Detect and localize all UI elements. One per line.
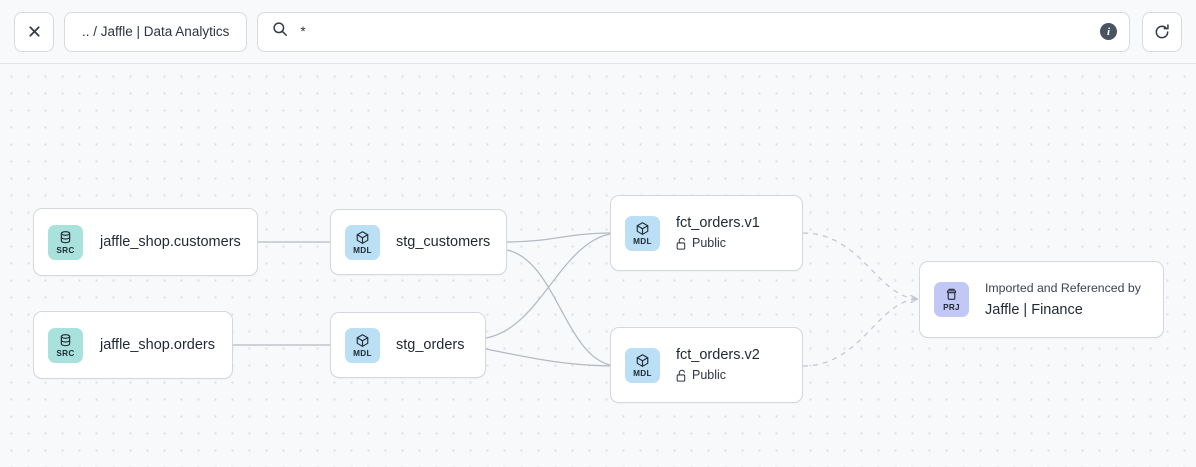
edge-v1-project <box>802 232 920 300</box>
node-jaffle-shop-orders[interactable]: SRC jaffle_shop.orders <box>33 311 233 379</box>
refresh-button[interactable] <box>1142 11 1182 52</box>
node-title: stg_customers <box>396 233 491 250</box>
node-text: jaffle_shop.customers <box>100 233 241 252</box>
badge-label: SRC <box>56 245 75 255</box>
unlock-icon <box>676 369 687 382</box>
badge-label: MDL <box>353 245 372 255</box>
search-box[interactable]: i <box>257 11 1130 52</box>
node-text: fct_orders.v1 Public <box>676 214 760 252</box>
badge-label: SRC <box>56 348 75 358</box>
node-visibility: Public <box>676 367 760 384</box>
node-text: fct_orders.v2 Public <box>676 346 760 384</box>
badge-mdl: MDL <box>625 215 660 251</box>
node-visibility: Public <box>676 235 760 252</box>
node-text: stg_orders <box>396 336 465 355</box>
node-title: fct_orders.v2 <box>676 347 760 363</box>
search-icon <box>272 21 288 42</box>
cube-icon <box>635 221 650 236</box>
node-text: Imported and Referenced by Jaffle | Fina… <box>985 280 1141 320</box>
badge-mdl: MDL <box>625 347 660 383</box>
badge-mdl: MDL <box>345 327 380 363</box>
edge-stgord-v2 <box>485 348 611 367</box>
badge-label: MDL <box>353 348 372 358</box>
database-icon <box>58 333 73 348</box>
badge-src: SRC <box>48 327 83 363</box>
node-title: stg_orders <box>396 336 465 353</box>
node-fct-orders-v1[interactable]: MDL fct_orders.v1 Public <box>610 195 803 271</box>
node-jaffle-shop-customers[interactable]: SRC jaffle_shop.customers <box>33 208 258 276</box>
refresh-icon <box>1153 23 1171 41</box>
node-title: jaffle_shop.customers <box>100 233 241 250</box>
node-text: stg_customers <box>396 233 490 252</box>
badge-label: MDL <box>633 236 652 246</box>
edge-stgcust-v2 <box>506 249 611 366</box>
node-project-name: Jaffle | Finance <box>985 301 1083 318</box>
breadcrumb[interactable]: .. / Jaffle | Data Analytics <box>64 11 248 52</box>
badge-mdl: MDL <box>345 224 380 260</box>
badge-prj: PRJ <box>934 282 969 317</box>
close-icon <box>27 24 42 39</box>
node-stg-orders[interactable]: MDL stg_orders <box>330 312 486 378</box>
info-icon[interactable]: i <box>1100 23 1117 40</box>
node-visibility-label: Public <box>692 368 727 382</box>
cube-icon <box>635 353 650 368</box>
node-stg-customers[interactable]: MDL stg_customers <box>330 209 507 275</box>
node-text: jaffle_shop.orders <box>100 336 215 355</box>
top-toolbar: .. / Jaffle | Data Analytics i <box>0 0 1196 64</box>
node-fct-orders-v2[interactable]: MDL fct_orders.v2 Public <box>610 327 803 403</box>
cube-icon <box>355 333 370 348</box>
badge-label: MDL <box>633 368 652 378</box>
node-relation-label: Imported and Referenced by <box>985 280 1141 295</box>
info-icon-label: i <box>1106 25 1111 38</box>
search-input[interactable] <box>300 24 1088 39</box>
project-box-icon <box>944 287 959 302</box>
graph-canvas[interactable]: SRC jaffle_shop.customers SRC jaffle_sh <box>0 64 1196 467</box>
badge-src: SRC <box>48 224 83 260</box>
node-title: jaffle_shop.orders <box>100 336 216 353</box>
node-visibility-label: Public <box>692 236 727 250</box>
unlock-icon <box>676 237 687 250</box>
database-icon <box>58 230 73 245</box>
breadcrumb-label: .. / Jaffle | Data Analytics <box>82 24 230 39</box>
node-title: fct_orders.v1 <box>676 215 760 231</box>
edge-arrowhead <box>910 294 919 304</box>
badge-label: PRJ <box>943 303 960 312</box>
cube-icon <box>355 230 370 245</box>
close-button[interactable] <box>14 11 54 52</box>
node-jaffle-finance-project[interactable]: PRJ Imported and Referenced by Jaffle | … <box>919 261 1164 338</box>
edge-stgcust-v1 <box>506 232 611 243</box>
edge-v2-project <box>802 298 920 367</box>
